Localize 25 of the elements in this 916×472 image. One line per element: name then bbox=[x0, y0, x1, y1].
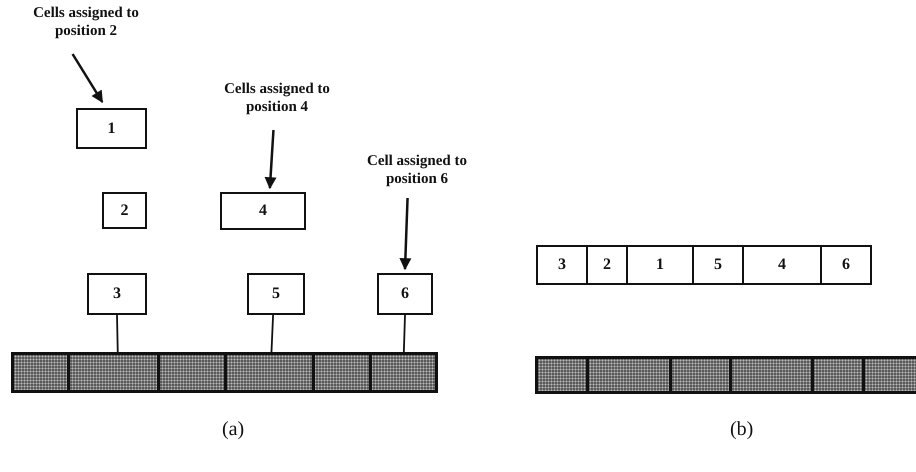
shaded-row-bar bbox=[11, 352, 438, 393]
arrow bbox=[399, 198, 412, 270]
shaded-row-bar bbox=[535, 356, 916, 394]
panel-label: (a) bbox=[222, 418, 244, 441]
panel-label: (b) bbox=[730, 418, 754, 441]
callout-text: Cells assigned to position 4 bbox=[218, 80, 336, 120]
arrow bbox=[72, 53, 104, 104]
cell-box: 6 bbox=[820, 245, 872, 285]
callout-text: Cells assigned to position 2 bbox=[30, 4, 142, 44]
cell-box: 6 bbox=[377, 273, 433, 315]
connector-line bbox=[270, 314, 274, 352]
cell-box: 4 bbox=[742, 245, 822, 285]
callout-text: Cell assigned to position 6 bbox=[358, 152, 476, 192]
cell-box: 5 bbox=[247, 273, 305, 315]
connector-line bbox=[402, 314, 406, 352]
cell-box: 3 bbox=[87, 273, 147, 315]
arrow bbox=[264, 130, 277, 190]
cell-box: 4 bbox=[220, 192, 306, 230]
cell-box: 1 bbox=[76, 108, 147, 149]
connector-line bbox=[116, 314, 119, 352]
cell-box: 3 bbox=[536, 245, 588, 285]
cell-box: 1 bbox=[626, 245, 694, 285]
cell-box: 5 bbox=[692, 245, 744, 285]
cell-box: 2 bbox=[102, 192, 147, 229]
cell-box: 2 bbox=[586, 245, 628, 285]
